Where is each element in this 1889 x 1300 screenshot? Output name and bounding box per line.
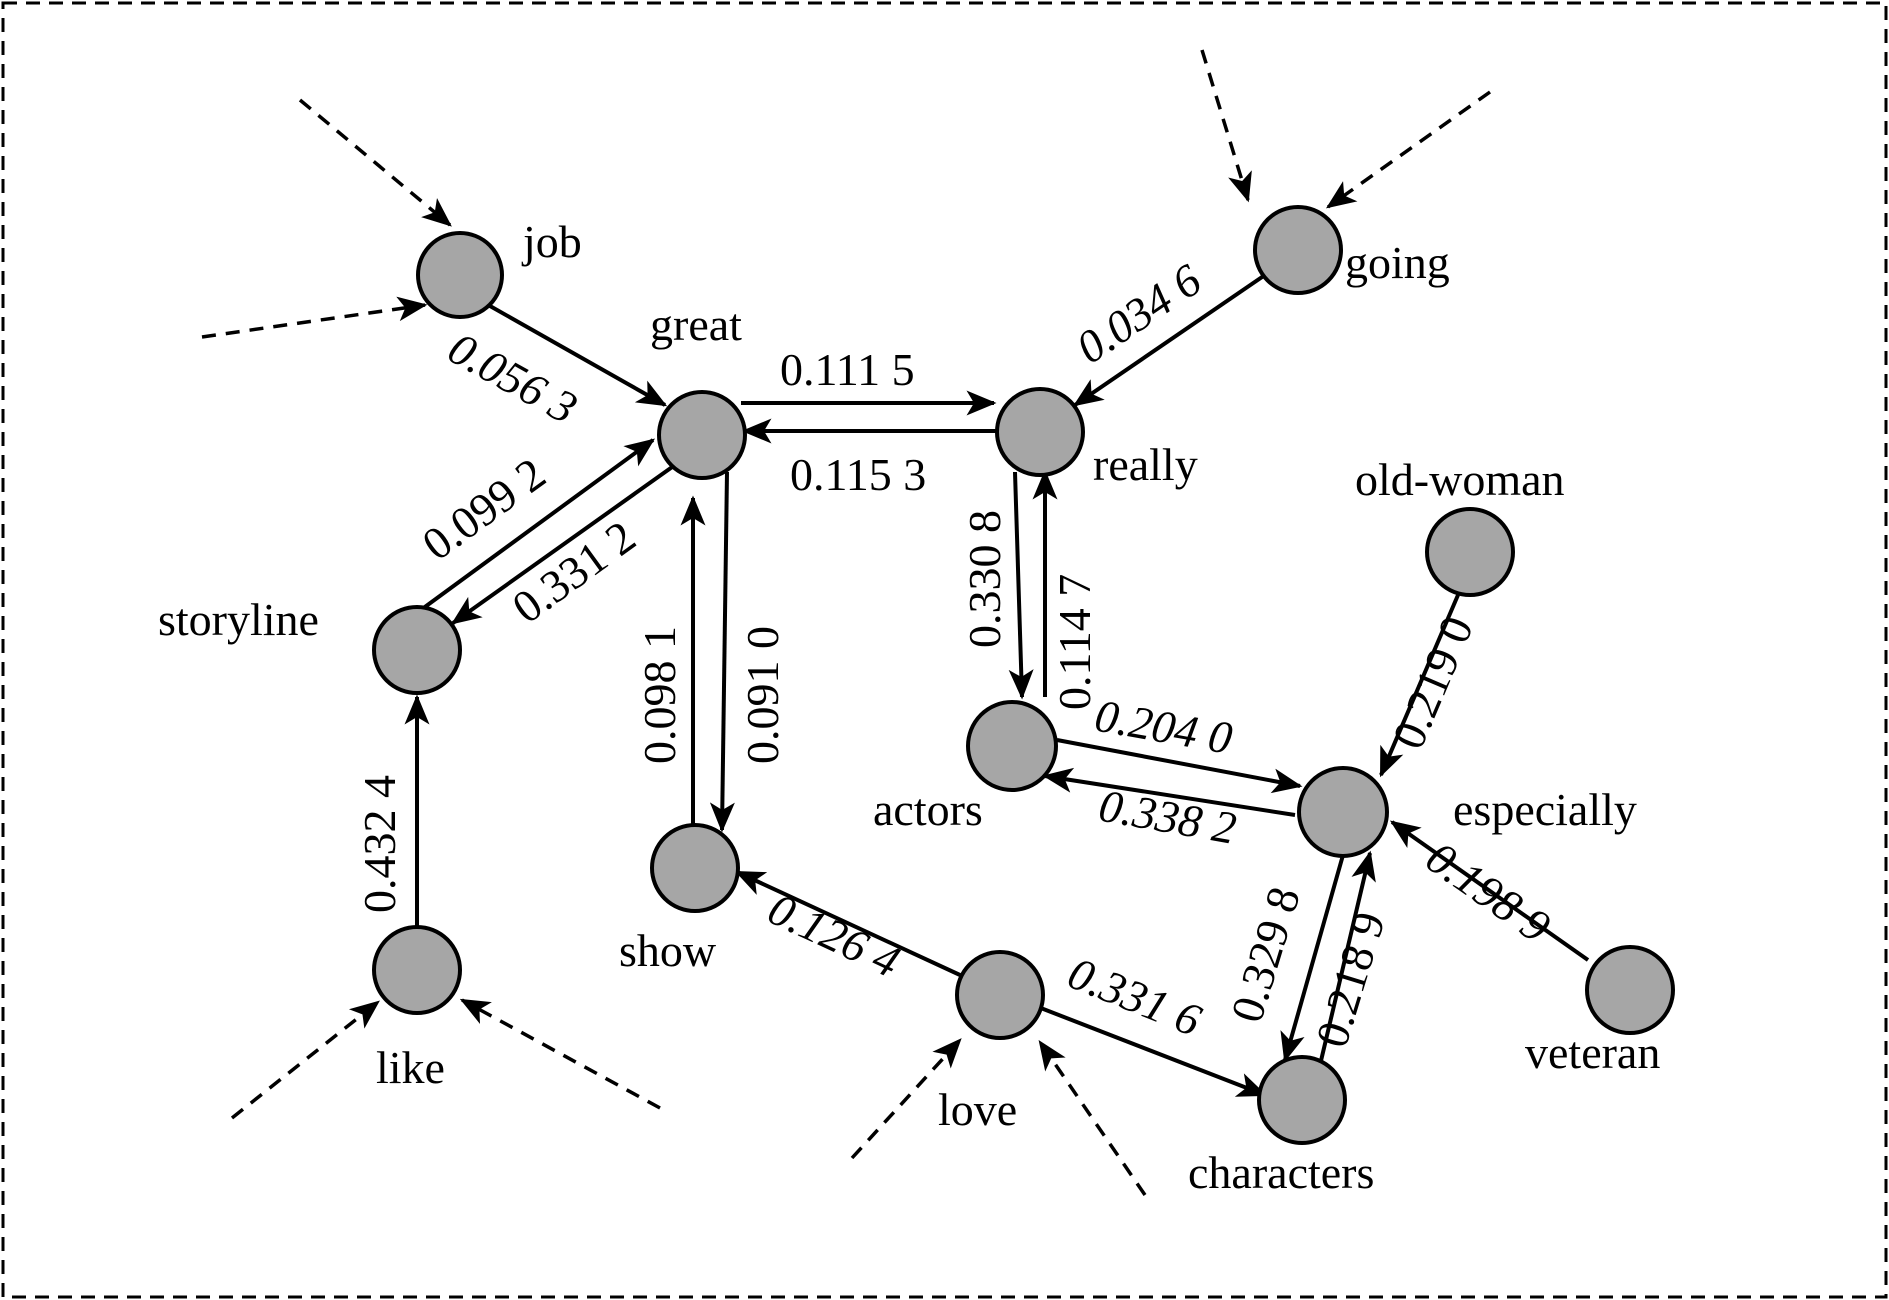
node-veteran (1585, 945, 1675, 1035)
weight-really-great: 0.115 3 (790, 449, 926, 500)
edge-love-show (734, 870, 961, 977)
node-going (1253, 205, 1343, 295)
dashed-edge (1200, 49, 1252, 203)
node-great (657, 390, 747, 480)
dashed-incoming-edges (201, 49, 1492, 1196)
edge-storyline-great (416, 438, 656, 614)
dashed-edge (1038, 1039, 1147, 1196)
edge-especially-characters (1280, 847, 1347, 1063)
node-show (650, 823, 740, 913)
edge-great-storyline (450, 463, 677, 625)
edge-especially-actors (1042, 767, 1296, 817)
weight-going-really: 0.034 6 (1067, 254, 1210, 373)
dashed-edge (201, 296, 428, 339)
weight-especially-actors: 0.338 2 (1095, 780, 1240, 854)
node-characters (1257, 1055, 1347, 1145)
dashed-edge (459, 998, 661, 1110)
label-especially: especially (1453, 784, 1637, 835)
weight-love-show: 0.126 4 (761, 883, 908, 988)
weight-veteran-especially: 0.198 9 (1417, 831, 1559, 952)
dashed-edge (230, 1000, 380, 1120)
weight-great-show: 0.091 0 (737, 626, 788, 764)
edge-old-woman-especially (1379, 594, 1460, 778)
label-veteran: veteran (1525, 1027, 1660, 1078)
weight-actors-especially: 0.204 0 (1091, 690, 1236, 764)
weight-old-woman-especially: 0.219 0 (1382, 609, 1483, 756)
label-job: job (521, 216, 582, 267)
weight-show-great: 0.098 1 (634, 626, 685, 764)
label-really: really (1093, 439, 1198, 490)
label-like: like (376, 1042, 445, 1093)
node-really (995, 387, 1085, 477)
label-old-woman: old-woman (1355, 454, 1565, 505)
node-old-woman (1425, 507, 1515, 597)
edge-actors-especially (1056, 738, 1303, 794)
dashed-edge (1325, 90, 1492, 209)
weight-labels: 0.056 3 0.111 5 0.115 3 0.034 6 0.099 2 … (354, 254, 1560, 1053)
weight-especially-characters: 0.329 8 (1221, 881, 1310, 1028)
weight-storyline-great: 0.099 2 (413, 448, 555, 570)
edge-job-great (489, 304, 668, 407)
weight-actors-really: 0.114 7 (1049, 574, 1100, 710)
edge-veteran-especially (1389, 820, 1590, 962)
weight-really-actors: 0.330 8 (959, 510, 1010, 648)
edge-characters-especially (1318, 850, 1376, 1066)
weight-love-characters: 0.331 6 (1061, 947, 1208, 1046)
edge-going-really (1072, 273, 1267, 407)
weight-great-really: 0.111 5 (780, 344, 915, 395)
node-storyline (372, 605, 462, 695)
edge-really-actors (1008, 471, 1034, 700)
label-storyline: storyline (158, 594, 319, 645)
weight-job-great: 0.056 3 (440, 322, 585, 434)
dashed-edge (298, 98, 452, 227)
label-actors: actors (873, 784, 983, 835)
node-love (955, 950, 1045, 1040)
weighted-edges (404, 273, 1590, 1097)
label-love: love (938, 1084, 1017, 1135)
node-job (416, 231, 504, 319)
edge-great-show (709, 471, 735, 833)
node-like (372, 925, 462, 1015)
label-going: going (1345, 237, 1450, 288)
label-great: great (650, 299, 742, 350)
node-especially (1297, 766, 1389, 858)
weight-like-storyline: 0.432 4 (354, 775, 405, 913)
nodes (372, 205, 1675, 1145)
label-characters: characters (1188, 1147, 1374, 1198)
edge-love-characters (1032, 1003, 1268, 1097)
label-show: show (619, 925, 717, 976)
dashed-edge (850, 1038, 962, 1160)
node-actors (966, 700, 1058, 792)
node-labels: job great going really old-woman storyli… (158, 216, 1660, 1198)
weight-characters-especially: 0.218 9 (1306, 906, 1395, 1053)
